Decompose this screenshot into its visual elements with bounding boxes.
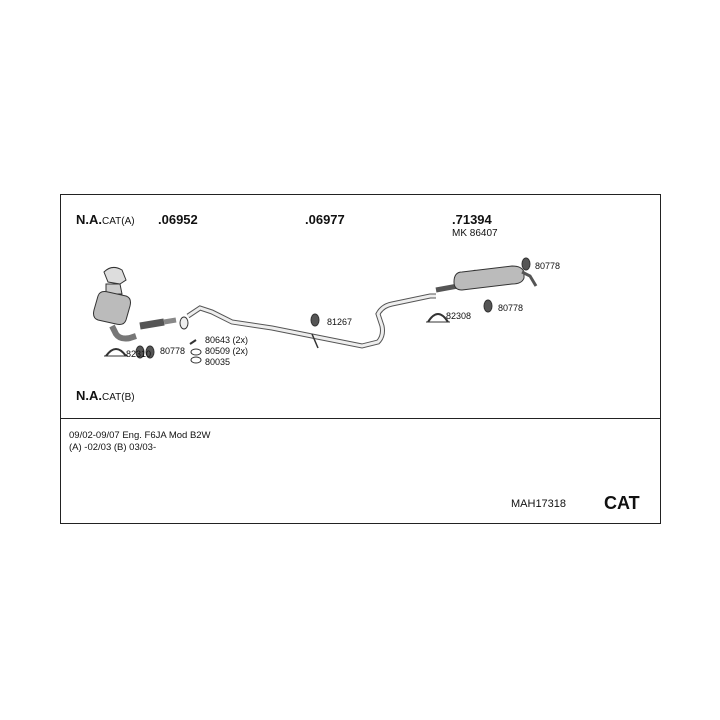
variant-a-label: N.A.CAT(A) (76, 213, 135, 227)
variant-b-suffix: CAT(B) (102, 392, 135, 403)
middle-pipe-icon (186, 293, 436, 349)
rubber-mount-80778-mid-icon (483, 299, 493, 313)
catalytic-converter-icon (93, 266, 137, 342)
vehicle-info-line-2: (A) -02/03 (B) 03/03- (69, 442, 157, 453)
variant-a-prefix: N.A. (76, 212, 102, 227)
label-80643: 80643 (2x) (205, 335, 249, 345)
variant-a-suffix: CAT(A) (102, 216, 135, 227)
rubber-mount-80778-front-icon (135, 345, 155, 359)
part-number-71394: .71394 (452, 212, 492, 227)
rubber-mount-80778-top-icon (521, 257, 531, 271)
clamp-82308-icon (426, 313, 450, 323)
clamp-82310-icon (104, 348, 128, 357)
label-80778-mid: 80778 (498, 303, 524, 313)
kit-code: MAH17318 (511, 498, 567, 510)
variant-b-label: N.A.CAT(B) (76, 389, 135, 403)
diagram-frame (60, 194, 661, 524)
label-80509: 80509 (2x) (205, 346, 249, 356)
rubber-mount-81267-icon (310, 313, 320, 327)
part-number-mk86407: MK 86407 (452, 228, 498, 239)
gasket-icon (179, 316, 202, 364)
label-82308: 82308 (446, 311, 472, 321)
label-81267: 81267 (327, 317, 353, 327)
category-label: CAT (604, 493, 640, 513)
rear-silencer-icon (435, 265, 538, 293)
info-divider (60, 418, 661, 419)
part-number-06977: .06977 (305, 212, 345, 227)
label-80778-front: 80778 (160, 346, 186, 356)
variant-b-prefix: N.A. (76, 388, 102, 403)
label-80035: 80035 (205, 357, 231, 367)
label-80778-top: 80778 (535, 261, 561, 271)
label-82310: 82310 (126, 349, 152, 359)
flex-pipe-icon (139, 317, 177, 330)
vehicle-info-line-1: 09/02-09/07 Eng. F6JA Mod B2W (69, 430, 211, 441)
part-number-06952: .06952 (158, 212, 198, 227)
